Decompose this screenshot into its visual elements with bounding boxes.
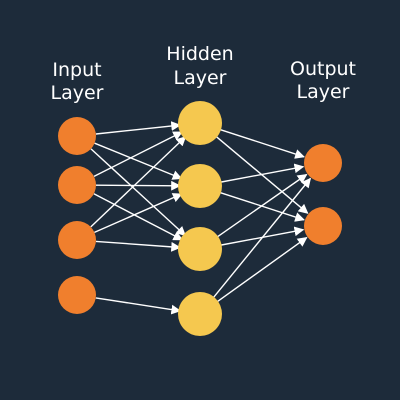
input-node-2: [58, 166, 96, 204]
input-node-4: [58, 276, 96, 314]
output-layer-label-line-2: Layer: [297, 81, 350, 103]
hidden-node-2: [178, 164, 222, 208]
connection-input-2-to-hidden-0: [90, 136, 187, 228]
hidden-node-1: [178, 101, 222, 145]
hidden-layer-label-line-1: Hidden: [166, 43, 233, 65]
connection-input-2-to-hidden-1: [94, 193, 183, 234]
input-node-3: [58, 221, 96, 259]
hidden-node-4: [178, 292, 222, 336]
connection-input-0-to-hidden-1: [94, 142, 183, 180]
connection-input-3-to-hidden-3: [95, 297, 182, 315]
connection-input-0-to-hidden-2: [90, 148, 187, 237]
connection-hidden-3-to-output-0: [211, 177, 312, 300]
connection-hidden-2-to-output-0: [215, 173, 308, 239]
input-layer-label-line-2: Layer: [51, 82, 104, 104]
nodes-group: [58, 101, 342, 336]
connection-input-2-to-hidden-2: [95, 240, 182, 252]
hidden-node-3: [178, 227, 222, 271]
connection-hidden-3-to-output-1: [215, 237, 308, 304]
connection-hidden-0-to-output-0: [217, 128, 305, 159]
output-node-2: [304, 207, 342, 245]
output-node-1: [304, 144, 342, 182]
input-node-1: [58, 117, 96, 155]
connection-hidden-1-to-output-0: [218, 163, 305, 184]
connection-input-1-to-hidden-0: [93, 131, 183, 178]
input-layer-label-line-1: Input: [52, 59, 101, 81]
hidden-layer-label-line-2: Layer: [174, 67, 227, 89]
output-layer-label-line-1: Output: [290, 58, 356, 80]
connection-input-1-to-hidden-1: [95, 180, 181, 191]
connections-group: [90, 121, 312, 315]
connection-input-0-to-hidden-0: [95, 121, 182, 135]
connection-hidden-2-to-output-1: [218, 226, 305, 247]
layer-labels: Input Layer Hidden Layer Output Layer: [51, 43, 356, 104]
connection-input-1-to-hidden-2: [93, 193, 184, 241]
